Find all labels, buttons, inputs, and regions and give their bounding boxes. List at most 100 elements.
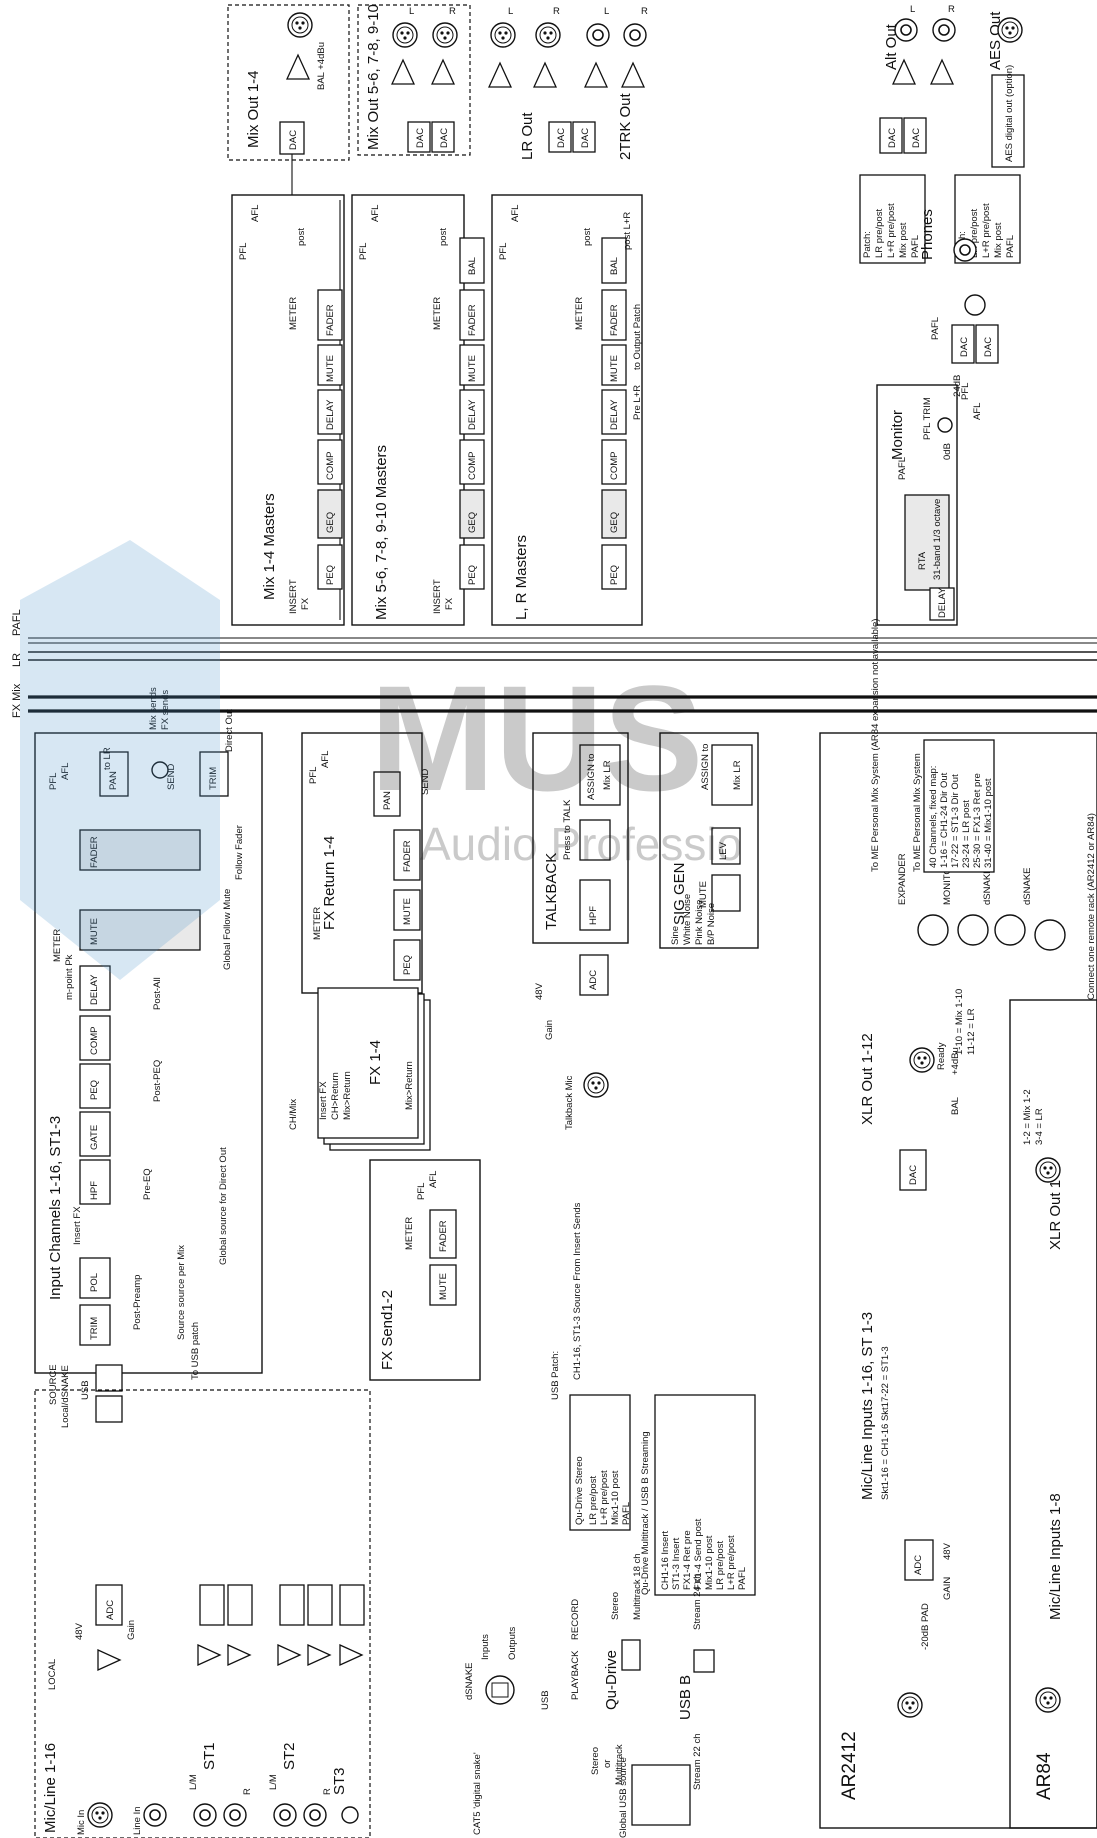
- pfl-trim-knob-icon: [938, 418, 952, 432]
- ar2412-xlr-map-0: 1-10 = Mix 1-10: [954, 989, 965, 1055]
- fxs-mute: MUTE: [438, 1273, 449, 1300]
- ic-source-switch: [96, 1396, 122, 1422]
- aes-out-xlr-icon: [998, 18, 1022, 42]
- st1-r-amp-icon: [228, 1645, 250, 1665]
- ic-source-per-mix: Source source per Mix: [176, 1245, 187, 1340]
- ar2412-input-xlr-icon: [898, 1693, 922, 1717]
- input-channels-title: Input Channels 1-16, ST1-3: [47, 1116, 64, 1300]
- st2-lm: L/M: [268, 1774, 279, 1790]
- lr-out-l-amp-icon: [489, 63, 511, 87]
- mlr-geq: GEQ: [609, 512, 620, 533]
- fxr-meter: METER: [312, 907, 323, 940]
- lr-out-group: L R L R DAC DAC LR Out 2TRK Out: [489, 6, 648, 160]
- patch1-3: Mix post: [898, 222, 909, 258]
- mix-out-amp-icon: [287, 55, 309, 79]
- ar84-name: AR84: [1034, 1752, 1055, 1800]
- ic-usb-switch: [96, 1365, 122, 1391]
- st2-l-amp-icon: [278, 1645, 300, 1665]
- ar2412-dac: DAC: [908, 1165, 919, 1185]
- ar2412-name: AR2412: [839, 1731, 860, 1800]
- mix-out-5-l-amp-icon: [392, 60, 414, 84]
- m14-peq: PEQ: [325, 565, 336, 585]
- mix-out-5-10-title: Mix Out 5-6, 7-8, 9-10: [365, 4, 382, 150]
- talkback-talk-switch: [580, 820, 610, 860]
- ic-post-preamp: Post-Preamp: [132, 1275, 143, 1330]
- fxr-fader: FADER: [402, 840, 413, 872]
- ar2412-gain: GAIN: [942, 1577, 953, 1600]
- mlr-meter: METER: [574, 297, 585, 330]
- mix-out-5-dac-r: DAC: [439, 128, 450, 148]
- fx-insert: Insert FX: [318, 1081, 329, 1120]
- trk-out-r-jack-icon: [624, 24, 646, 46]
- local-line-in-jack-icon: [144, 1804, 166, 1826]
- talkback-gain: Gain: [544, 1020, 555, 1040]
- patch1-0: Patch:: [862, 231, 873, 258]
- patch2-3: Mix post: [993, 222, 1004, 258]
- ar2412-me-map-3: 23-24 = LR post: [961, 800, 972, 868]
- ar84-inputs-title: Mic/Line Inputs 1-8: [1047, 1493, 1064, 1620]
- mlr-peq: PEQ: [609, 565, 620, 585]
- local-inputs-48v: 48V: [74, 1622, 85, 1640]
- fx-section: FX Return 1-4 PEQ MUTE FADER PAN SEND ME…: [288, 733, 480, 1380]
- fx-mix-return: Mix>Return: [342, 1071, 353, 1120]
- lr-out-title: LR Out: [519, 112, 536, 160]
- fx-ch-mix: CH/Mix: [288, 1099, 299, 1130]
- st3-jack-icon: [342, 1807, 358, 1823]
- rta-note: 31-band 1/3 octave: [932, 499, 943, 580]
- alt-aes-out-group: Alt Out L R DAC DAC AES Out AES digital …: [860, 4, 1024, 263]
- mix-out-5-10-group: Mix Out 5-6, 7-8, 9-10 L R DAC DAC: [358, 4, 470, 155]
- local-mic-in: Mic In: [76, 1810, 87, 1835]
- alt-out-r-jack-icon: [933, 19, 955, 41]
- talkback-mic-xlr-icon: [584, 1073, 608, 1097]
- ic-mix-sends: Mix sends: [148, 687, 159, 730]
- local-st1: ST1: [201, 1742, 218, 1770]
- qu-multi-item-6: L+R pre/post: [726, 1535, 737, 1590]
- lr-out-l-label: L: [508, 6, 513, 17]
- ar84-dsnake: dSNAKE: [1022, 868, 1033, 906]
- m14-fx: FX: [300, 597, 311, 610]
- st1-r: R: [242, 1788, 253, 1795]
- fx-mix-bus-label: FX Mix: [11, 683, 23, 718]
- local-mic-in-xlr-icon: [88, 1803, 112, 1827]
- lr-out-r-xlr-icon: [536, 23, 560, 47]
- ar2412-me-map-2: 17-22 = ST1-3 Dir Out: [950, 774, 961, 868]
- m14-pfl: PFL: [238, 243, 249, 260]
- rta-label: RTA: [917, 551, 928, 570]
- monitor-pfl-trim: PFL TRIM: [922, 397, 933, 440]
- qu-multi-item-5: LR pre/post: [715, 1541, 726, 1590]
- local-inputs-title: Mic/Line 1-16: [42, 1743, 59, 1833]
- m14-post: post: [296, 228, 307, 246]
- dsnake-usb: USB: [540, 1690, 551, 1710]
- m510-peq: PEQ: [467, 565, 478, 585]
- mlr-delay: DELAY: [609, 399, 620, 430]
- phones-dac-l: DAC: [959, 337, 970, 357]
- usb-patch-title: USB Patch:: [550, 1351, 561, 1400]
- ar2412-ready: Ready: [936, 1042, 947, 1070]
- m510-fader: FADER: [467, 304, 478, 336]
- mlr-post: post: [582, 228, 593, 246]
- usb-playback: PLAYBACK: [570, 1650, 581, 1700]
- mlr-pre-lr: Pre L+R: [632, 385, 643, 420]
- local-mic-preamp-icon: [98, 1650, 120, 1670]
- mlr-bal: BAL: [609, 257, 620, 275]
- masters-lr: L, R Masters PEQ GEQ COMP DELAY MUTE FAD…: [492, 195, 643, 625]
- ar84-xlr-map-1: 3-4 = LR: [1034, 1108, 1045, 1145]
- alt-out-l-label: L: [910, 4, 915, 15]
- ic-follow-fader: Follow Fader: [234, 825, 245, 880]
- mlr-to-output-patch: to Output Patch: [632, 304, 643, 370]
- dsnake-cat5: CAT5 'digital snake': [472, 1752, 483, 1835]
- ic-fx-sends: FX sends: [160, 690, 171, 730]
- alt-out-l-jack-icon: [895, 19, 917, 41]
- mix-out-5-dac-l: DAC: [415, 128, 426, 148]
- patch2-2: L+R pre/post: [981, 203, 992, 258]
- mlr-post-lr: post L+R: [622, 212, 633, 250]
- local-inputs: Mic/Line 1-16 LOCAL 48V Gain ADC Mic In …: [35, 1390, 370, 1838]
- monitor-title: Monitor: [889, 410, 906, 460]
- ic-mute: MUTE: [89, 918, 100, 945]
- m14-fader: FADER: [325, 304, 336, 336]
- lr-out-l-xlr-icon: [491, 23, 515, 47]
- qu-multi-item-1: ST1-3 Insert: [671, 1537, 682, 1590]
- st1-l-amp-icon: [198, 1645, 220, 1665]
- aes-out-box-label: AES digital out (option): [1004, 65, 1015, 162]
- talkback-section: TALKBACK ASSIGN to Mix LR Press to TALK …: [533, 733, 628, 1130]
